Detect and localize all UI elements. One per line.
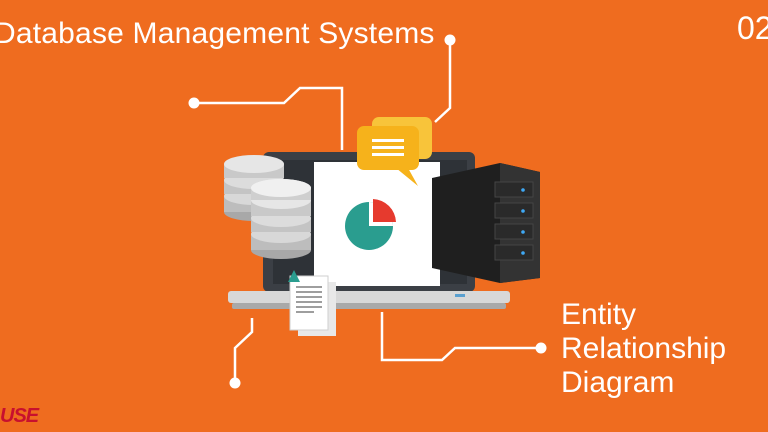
database-stack-icon xyxy=(224,155,311,259)
connector-bottom-right xyxy=(380,312,541,362)
erd-callout-line: Diagram xyxy=(561,366,675,399)
erd-callout: Entity Relationship Diagram xyxy=(561,298,726,400)
connector-top-left xyxy=(194,86,344,150)
brand-logo: USE xyxy=(0,405,39,427)
chat-bubble-icon xyxy=(357,117,432,186)
connector-dot xyxy=(444,34,456,46)
server-rack-icon xyxy=(432,163,540,283)
connector-dot xyxy=(188,97,200,109)
connector-lines xyxy=(194,40,541,383)
erd-callout-line: Entity xyxy=(561,298,637,331)
connector-dot xyxy=(229,377,241,389)
erd-callout-line: Relationship xyxy=(561,332,727,365)
connector-bottom-left xyxy=(233,318,254,383)
connector-top-right xyxy=(434,40,452,123)
connector-dot xyxy=(535,342,547,354)
pie-chart-icon xyxy=(345,199,396,250)
slide-title: Database Management Systems xyxy=(0,17,435,50)
document-icon xyxy=(288,270,336,336)
slide-number: 02 xyxy=(737,10,768,46)
